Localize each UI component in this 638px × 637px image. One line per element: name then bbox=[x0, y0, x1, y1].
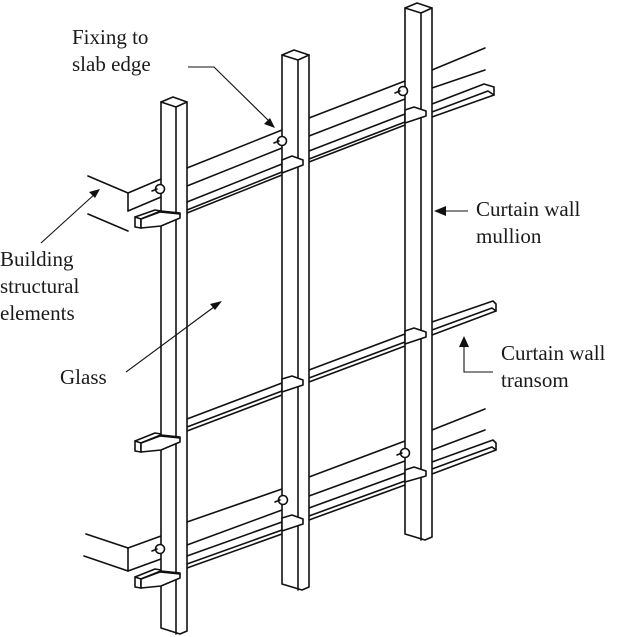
building-leader bbox=[40, 189, 100, 244]
transom-leader bbox=[459, 336, 493, 373]
label-mullion: Curtain wall mullion bbox=[476, 196, 580, 250]
label-mullion-line2: mullion bbox=[476, 224, 542, 248]
transom-top bbox=[134, 83, 495, 229]
label-building: Building structural elements bbox=[0, 246, 79, 327]
mullion-left bbox=[140, 96, 188, 635]
label-building-line3: elements bbox=[0, 301, 75, 325]
fixing-lower-right bbox=[396, 447, 411, 459]
lower-slab bbox=[83, 408, 486, 572]
label-fixing-line2: slab edge bbox=[72, 52, 151, 76]
fixing-lower-left bbox=[151, 543, 166, 555]
fixing-upper-left bbox=[151, 183, 166, 195]
transom-middle bbox=[134, 300, 497, 453]
mullion-leader bbox=[434, 206, 468, 216]
fixings bbox=[151, 85, 411, 555]
mullion-right bbox=[404, 2, 433, 541]
label-fixing-line1: Fixing to bbox=[72, 25, 149, 49]
label-glass: Glass bbox=[60, 364, 107, 391]
label-transom: Curtain wall transom bbox=[501, 340, 605, 394]
label-glass-line1: Glass bbox=[60, 365, 107, 389]
fixing-leader bbox=[188, 66, 275, 128]
fixing-upper-right bbox=[394, 85, 409, 97]
fixing-lower-middle bbox=[274, 494, 289, 506]
label-building-line1: Building bbox=[0, 247, 74, 271]
fixing-upper-middle bbox=[273, 135, 288, 147]
label-building-line2: structural bbox=[0, 274, 80, 298]
transom-bottom bbox=[134, 439, 497, 589]
glass-leader bbox=[125, 301, 222, 373]
label-transom-line1: Curtain wall bbox=[501, 341, 606, 365]
transom-joints bbox=[281, 106, 427, 532]
label-fixing: Fixing to slab edge bbox=[72, 24, 151, 78]
upper-slab bbox=[87, 47, 486, 232]
label-transom-line2: transom bbox=[501, 368, 569, 392]
label-mullion-line1: Curtain wall bbox=[476, 197, 581, 221]
mullion-middle bbox=[281, 49, 310, 591]
